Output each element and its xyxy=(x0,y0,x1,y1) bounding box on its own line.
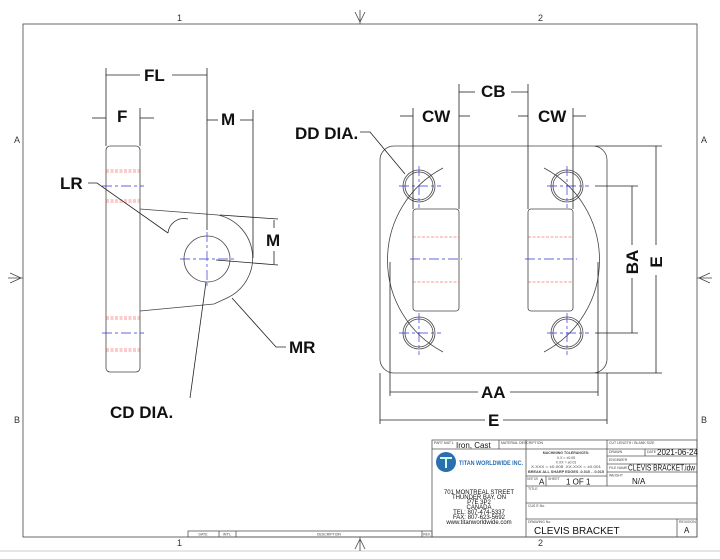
zone-left-b: B xyxy=(14,415,20,425)
front-view xyxy=(379,145,608,374)
tolerances-title: MACHINING TOLERANCES: xyxy=(543,451,589,455)
title-label: TITLE xyxy=(528,487,538,491)
zone-top-2: 2 xyxy=(538,13,543,23)
address-line: TEL: 807-474-5337 xyxy=(453,510,505,516)
zone-bottom-1: 1 xyxy=(177,538,182,548)
front-view-dimensions xyxy=(360,84,662,424)
company-name: TITAN WORLDWIDE INC. xyxy=(459,460,523,467)
address-line: THUNDER BAY, ON xyxy=(452,495,506,501)
rev-header-date: DATE xyxy=(198,533,208,537)
title-block: TITAN WORLDWIDE INC. xyxy=(431,439,698,538)
drawing-frame xyxy=(22,23,698,538)
weight-label: WEIGHT xyxy=(609,474,624,478)
label-mr: MR xyxy=(289,338,315,357)
file-name-label: FILE NAME xyxy=(609,466,628,470)
dim-m-top: M xyxy=(221,110,235,129)
cus-no-label: CUS E No. xyxy=(528,504,545,508)
date-label: DATE xyxy=(647,450,657,454)
tolerance-line: X.X = ±0.05 xyxy=(557,456,575,460)
sheet-size-value: A xyxy=(539,478,545,487)
logo-mark-icon xyxy=(440,457,452,468)
dim-aa: AA xyxy=(481,383,506,402)
zone-bottom-2: 2 xyxy=(538,538,543,548)
tolerance-line: BREAK ALL SHARP EDGES .0.010 - .0.015 xyxy=(528,470,604,474)
revision-table: DATE INT'L DESCRIPTION REV. xyxy=(187,530,433,538)
side-view-dimensions xyxy=(88,68,286,399)
part-mat-label: PART MAT'L xyxy=(434,441,454,445)
company-address: 701 MONTREAL STREET THUNDER BAY, ON P7E … xyxy=(444,490,514,526)
dim-cb: CB xyxy=(481,82,506,101)
date-value: 2021-06-24 xyxy=(657,448,698,457)
dim-ba: BA xyxy=(623,250,642,275)
dim-f: F xyxy=(117,107,127,126)
address-line: P7E 3P2 xyxy=(467,500,491,506)
drawn-label: DRAWN xyxy=(609,450,623,454)
tolerance-line: X.XXX = ±0.005 .XX.XXX = ±0.001 xyxy=(531,465,601,469)
zone-right-b: B xyxy=(701,415,707,425)
dim-fl: FL xyxy=(144,66,165,85)
weight-value: N/A xyxy=(632,477,646,486)
zone-left-a: A xyxy=(14,135,20,145)
drawing-no-value: CLEVIS BRACKET xyxy=(534,526,620,537)
label-lr: LR xyxy=(60,174,83,193)
label-dd-dia: DD DIA. xyxy=(295,124,358,143)
part-mat-value: Iron, Cast xyxy=(456,441,491,450)
sheet-label: SHEET xyxy=(548,477,561,481)
rev-header-intl: INT'L xyxy=(223,533,231,537)
revision-label: REVISION xyxy=(679,520,696,524)
centering-marks xyxy=(8,10,712,551)
address-line: www.titanworldwide.com xyxy=(445,520,511,526)
tolerance-line: X.XX = ±0.01 xyxy=(556,461,577,465)
side-view xyxy=(102,145,254,373)
address-line: 701 MONTREAL STREET xyxy=(444,490,514,496)
dim-e-right: E xyxy=(647,256,666,267)
address-line: CANADA xyxy=(466,505,491,511)
rev-header-description: DESCRIPTION xyxy=(317,533,341,537)
file-name-value: CLEVIS BRACKET.idw xyxy=(628,464,695,473)
zone-right-a: A xyxy=(701,135,707,145)
dim-e-bottom: E xyxy=(488,411,499,430)
zone-top-1: 1 xyxy=(177,13,182,23)
revision-value: A xyxy=(684,526,690,535)
label-cd-dia: CD DIA. xyxy=(110,403,173,422)
engineer-label: ENGINEER xyxy=(609,458,628,462)
sheet-size-label: SHEET SIZE xyxy=(527,477,538,481)
dim-cw-left: CW xyxy=(422,107,451,126)
cut-length-label: CUT LENGTH / BLANK SIZE xyxy=(609,441,655,445)
address-line: FAX: 807-623-5692 xyxy=(453,515,506,521)
rev-header-rev: REV. xyxy=(423,533,431,537)
material-desc-label: MATERIAL DESCRIPTION xyxy=(501,441,543,445)
drawing-no-label: DRAWING No. xyxy=(528,520,551,524)
dim-cw-right: CW xyxy=(538,107,567,126)
sheet-value: 1 OF 1 xyxy=(566,478,591,487)
dim-m-side: M xyxy=(266,231,280,250)
